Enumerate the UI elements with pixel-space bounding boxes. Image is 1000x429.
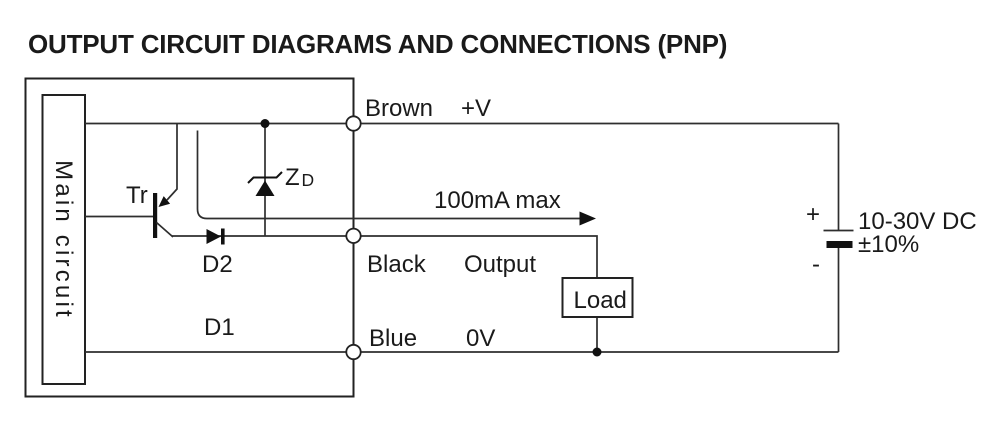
zener-label: Z — [285, 164, 300, 191]
blue-wire-label: Blue — [369, 325, 417, 352]
page-title: OUTPUT CIRCUIT DIAGRAMS AND CONNECTIONS … — [28, 29, 727, 59]
zener-triangle-icon — [255, 180, 275, 196]
battery-minus-sign: - — [812, 251, 820, 278]
terminal-blue — [345, 343, 362, 361]
main-circuit-label: Main circuit — [50, 160, 77, 320]
max-current-label: 100mA max — [434, 187, 561, 214]
diode-d1-label: D1 — [204, 314, 235, 341]
diode-d2-triangle-icon — [206, 229, 221, 244]
transistor-bar — [153, 193, 158, 238]
transistor-label: Tr — [126, 182, 148, 209]
supply-voltage-label: 10-30V DC — [858, 208, 977, 235]
black-wire-label: Black — [367, 251, 427, 278]
terminal-brown — [345, 115, 362, 132]
battery-negative-plate — [826, 241, 853, 248]
diode-d2-cathode-bar — [221, 228, 225, 245]
transistor-emitter-arrow-icon — [158, 196, 171, 207]
main-circuit-box — [41, 94, 86, 385]
battery-plus-sign: + — [806, 201, 820, 228]
supply-tolerance-label: ±10% — [858, 231, 919, 258]
terminal-black — [345, 227, 362, 244]
zener-label-subscript: D — [302, 170, 315, 190]
transistor-emitter-wire — [166, 123, 178, 201]
zener-cathode-bar — [247, 171, 283, 184]
transistor-collector-wire — [155, 221, 174, 238]
diode-d2-label: D2 — [202, 251, 233, 278]
zero-v-label: 0V — [466, 325, 495, 352]
output-label: Output — [464, 251, 536, 278]
black-output-wire — [172, 235, 598, 352]
load-box — [561, 277, 634, 318]
brown-wire-label: Brown — [365, 95, 433, 122]
current-flow-arrow-line — [196, 130, 581, 220]
junction-dot-load-0v — [592, 347, 602, 357]
junction-dot-zener-plusv — [260, 119, 270, 128]
load-label: Load — [574, 287, 627, 314]
plus-v-label: +V — [461, 95, 491, 122]
current-flow-arrowhead-icon — [579, 211, 596, 226]
